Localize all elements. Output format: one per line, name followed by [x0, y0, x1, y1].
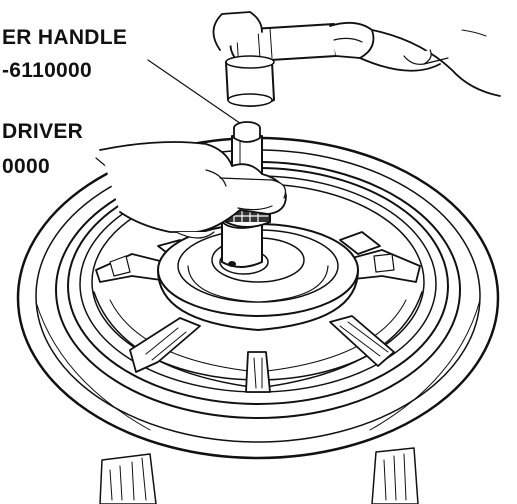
driver-name-label: DRIVER: [2, 120, 83, 143]
handle-part-number: -6110000: [2, 59, 92, 82]
callout-driver: DRIVER 0000: [2, 120, 83, 178]
hand-holding-hammer: [212, 11, 501, 97]
handle-name-label: ER HANDLE: [2, 26, 127, 49]
callout-driver-handle: ER HANDLE -6110000: [2, 26, 127, 82]
driver-pin-icon: [228, 261, 236, 267]
handle-leader-line: [147, 59, 248, 129]
hand-holding-driver: [99, 141, 287, 239]
driver-part-number: 0000: [2, 155, 50, 178]
